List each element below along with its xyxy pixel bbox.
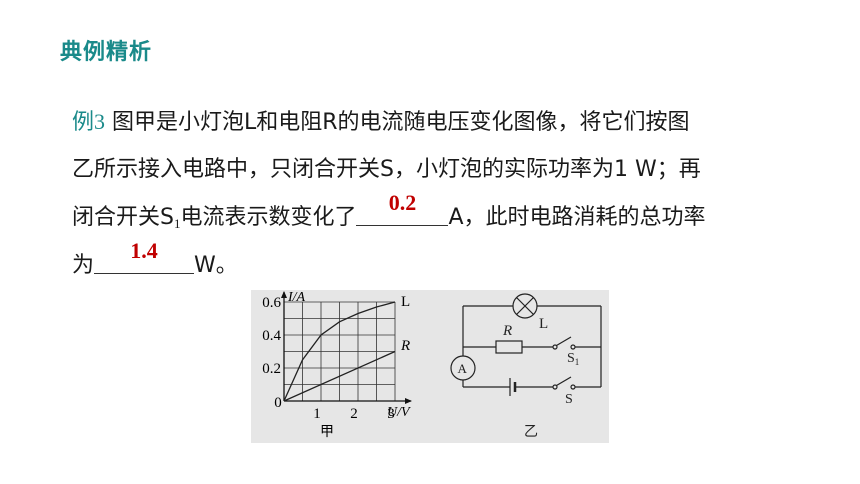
switch-s1-blade: [556, 336, 572, 347]
problem-line-3-text-c: A，此时电路消耗的总功率: [448, 205, 706, 230]
figure-svg: 0.6 0.4 0.2 1 2 3 0 I/A U/V L R 甲: [262, 290, 602, 440]
y-axis-label: I/A: [287, 290, 306, 305]
lamp-label: L: [539, 316, 548, 332]
switch-contact: [570, 344, 576, 350]
problem-line-4-text-b: W。: [194, 253, 238, 278]
curve-lamp-l: [283, 301, 396, 402]
x-tick-label: 1: [313, 406, 321, 422]
answer-2: 1.4: [130, 238, 158, 263]
switch-s1-sub: 1: [575, 357, 580, 367]
switch-contact: [570, 384, 576, 390]
curve-label-r: R: [400, 338, 410, 354]
section-title: 典例精析: [60, 40, 153, 65]
graph-grid: [284, 301, 396, 401]
resistor-label: R: [502, 323, 512, 339]
example-label: 例3: [72, 109, 106, 134]
ammeter-label: A: [458, 361, 468, 376]
iu-graph: 0.6 0.4 0.2 1 2 3 0 I/A U/V L R 甲: [262, 290, 412, 440]
y-tick-label: 0.2: [262, 361, 281, 377]
circuit-caption: 乙: [524, 424, 538, 440]
problem-line-2-text: 乙所示接入电路中，只闭合开关S，小灯泡的实际功率为1 W；再: [72, 157, 701, 182]
circuit-diagram: [450, 293, 602, 396]
lamp-cross: [516, 297, 534, 315]
problem-line-2: 乙所示接入电路中，只闭合开关S，小灯泡的实际功率为1 W；再: [72, 146, 802, 194]
circuit-labels: L R A S1 S 乙: [458, 316, 580, 440]
graph-axes: [281, 291, 412, 404]
y-axis-arrow: [281, 291, 287, 298]
graph-caption: 甲: [320, 425, 334, 440]
switch-subscript: 1: [173, 216, 181, 231]
figure-panel: 0.6 0.4 0.2 1 2 3 0 I/A U/V L R 甲: [251, 290, 609, 443]
problem-text: 例3 图甲是小灯泡L和电阻R的电流随电压变化图像，将它们按图 乙所示接入电路中，…: [72, 98, 802, 290]
problem-line-3-text-b: 电流表示数变化了: [180, 205, 357, 230]
switch-s1-label: S1: [567, 351, 579, 367]
x-axis-label: U/V: [387, 405, 411, 420]
switch-s-blade: [556, 376, 572, 387]
answer-1: 0.2: [388, 190, 417, 215]
resistor-icon: [495, 340, 523, 354]
curve-label-l: L: [401, 294, 410, 310]
problem-line-1: 例3 图甲是小灯泡L和电阻R的电流随电压变化图像，将它们按图: [72, 98, 802, 146]
origin-label: 0: [274, 395, 282, 411]
x-tick-label: 3: [387, 406, 395, 422]
answer-blank-1: 0.2: [356, 190, 449, 226]
y-tick-label: 0.4: [262, 328, 281, 344]
problem-line-3-text-a: 闭合开关S: [72, 205, 174, 230]
y-tick-label: 0.6: [262, 295, 281, 311]
ammeter-icon: [450, 355, 476, 381]
switch-contact: [552, 344, 558, 350]
lamp-icon: [512, 293, 538, 319]
switch-s-label: S: [565, 392, 573, 407]
switch-contact: [552, 384, 558, 390]
problem-line-4-text-a: 为: [72, 253, 95, 278]
answer-blank-2: 1.4: [94, 238, 195, 274]
x-tick-label: 2: [350, 406, 358, 422]
problem-line-1-text: 图甲是小灯泡L和电阻R的电流随电压变化图像，将它们按图: [112, 110, 690, 135]
x-axis-arrow: [405, 398, 412, 404]
switch-s1-letter: S: [567, 351, 575, 366]
curve-resistor-r: [283, 350, 396, 402]
